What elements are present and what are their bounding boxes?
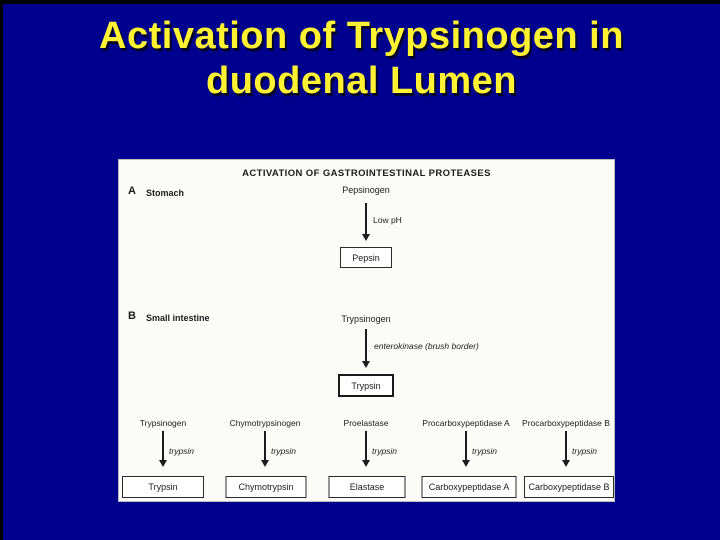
arrow-down-trypsinogen [365, 329, 367, 366]
trypsin-box: Trypsin [338, 374, 394, 397]
arrow-down-zymogen [365, 431, 367, 465]
low-ph-label: Low pH [373, 215, 402, 225]
pepsin-box: Pepsin [340, 247, 392, 268]
section-a-name: Stomach [146, 188, 185, 198]
trypsin-enzyme-label: trypsin [271, 446, 297, 456]
section-b-name: Small intestine [146, 313, 210, 323]
section-b-label: B [128, 310, 136, 322]
trypsin-enzyme-label: trypsin [572, 446, 598, 456]
protease-box: Carboxypeptidase B [524, 476, 614, 498]
zymogen-label: Chymotrypsinogen [229, 418, 301, 428]
arrow-down-zymogen [465, 431, 467, 465]
protease-box: Chymotrypsin [225, 476, 307, 498]
diagram-panel: ACTIVATION OF GASTROINTESTINAL PROTEASES… [118, 159, 615, 502]
enterokinase-label: enterokinase (brush border) [374, 341, 479, 351]
zymogen-label: Proelastase [343, 418, 389, 428]
pepsinogen-label: Pepsinogen [342, 185, 390, 195]
zymogen-label: Procarboxypeptidase B [522, 418, 610, 428]
protease-box: Carboxypeptidase A [421, 476, 517, 498]
arrow-down-zymogen [264, 431, 266, 465]
zymogen-label: Trypsinogen [139, 418, 187, 428]
zymogen-label: Procarboxypeptidase A [422, 418, 510, 428]
slide-title-line2: duodenal Lumen [206, 60, 517, 102]
arrow-down-pepsinogen [365, 203, 367, 239]
protease-box: Trypsin [122, 476, 204, 498]
arrow-down-zymogen [162, 431, 164, 465]
trypsin-enzyme-label: trypsin [372, 446, 398, 456]
slide-title: Activation of Trypsinogen in duodenal Lu… [3, 14, 720, 104]
slide-title-line1: Activation of Trypsinogen in [99, 15, 624, 57]
section-a-label: A [128, 185, 136, 197]
diagram-title: ACTIVATION OF GASTROINTESTINAL PROTEASES [242, 168, 491, 179]
arrow-down-zymogen [565, 431, 567, 465]
trypsinogen-label: Trypsinogen [341, 314, 391, 324]
protease-box: Elastase [328, 476, 406, 498]
trypsin-enzyme-label: trypsin [169, 446, 195, 456]
trypsin-enzyme-label: trypsin [472, 446, 498, 456]
